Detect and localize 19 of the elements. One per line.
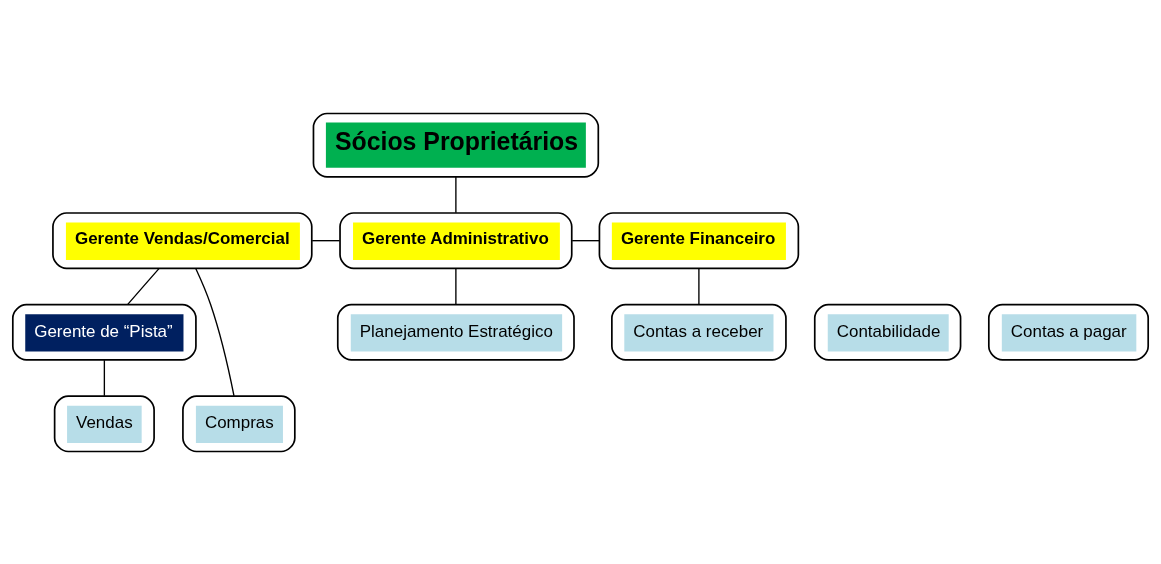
node-box: Planejamento Estratégico <box>336 303 575 361</box>
connector <box>455 175 457 213</box>
node-box: Gerente Vendas/Comercial <box>52 211 313 269</box>
node-box: Gerente Administrativo <box>339 211 573 269</box>
connector <box>103 358 106 397</box>
node-box: Vendas <box>53 394 155 452</box>
node-box: Compras <box>182 394 296 452</box>
node-box: Gerente de “Pista” <box>11 303 197 361</box>
node-box: Gerente Financeiro <box>598 211 800 269</box>
connector <box>455 267 457 305</box>
connector <box>571 239 601 241</box>
connector <box>311 239 341 241</box>
connector <box>698 267 700 305</box>
node-box: Contabilidade <box>813 303 962 361</box>
node-box: Sócios Proprietários <box>312 112 600 178</box>
node-box: Contas a pagar <box>987 303 1150 361</box>
node-box: Contas a receber <box>611 303 787 361</box>
connector <box>127 267 160 305</box>
connector <box>195 267 235 397</box>
